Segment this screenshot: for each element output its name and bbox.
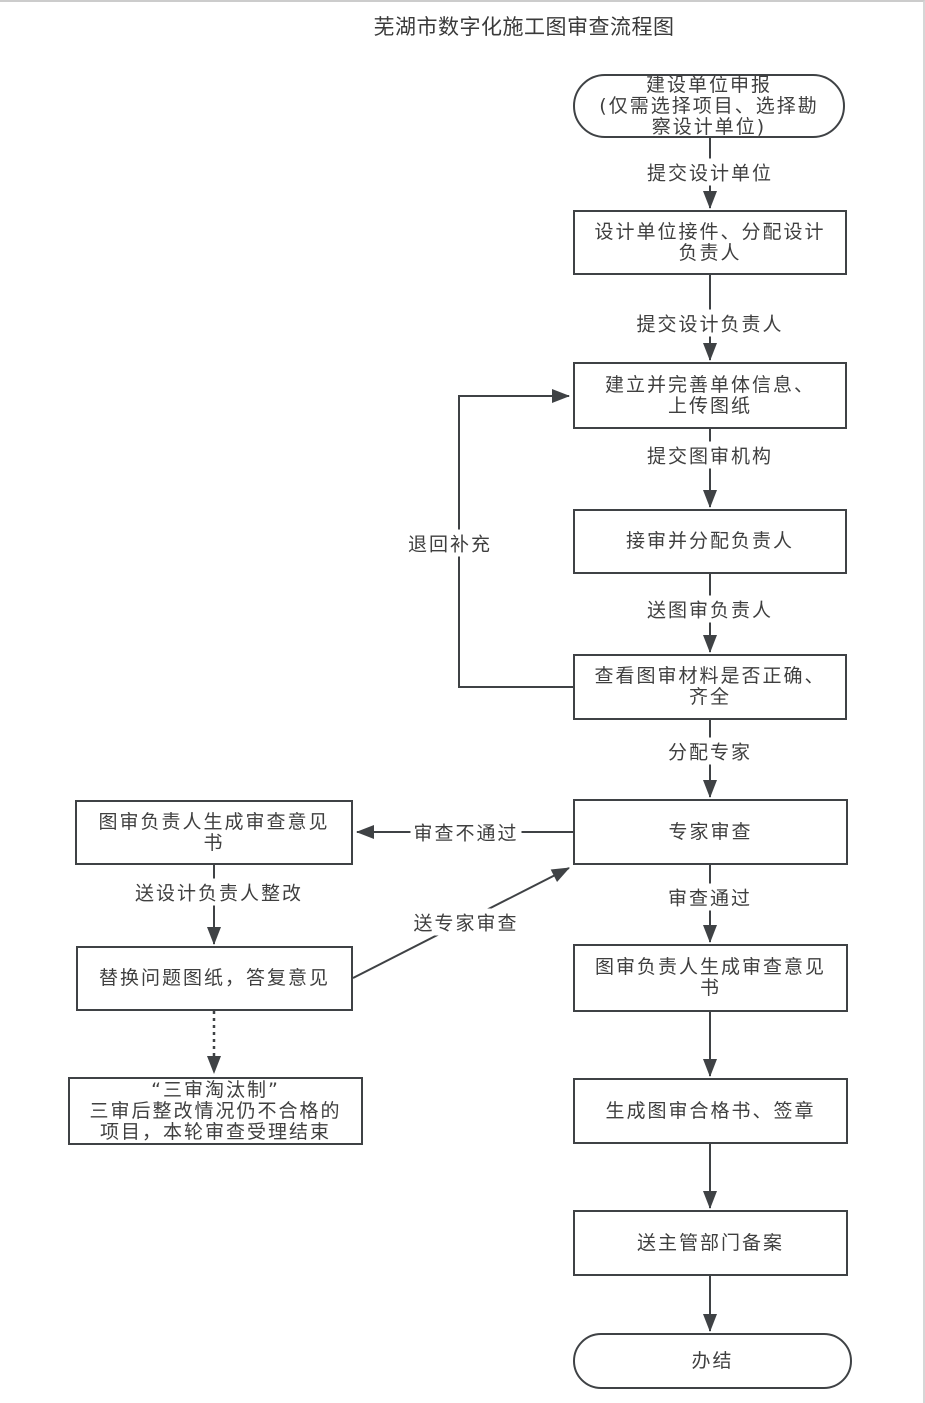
node-review-leader-opinion-right: 图审负责人生成审查意见 书 — [573, 944, 848, 1012]
edge-label-send-review-leader: 送图审负责人 — [643, 595, 777, 623]
edge-label-return-supplement: 退回补充 — [404, 529, 496, 557]
edge-label-send-expert-review: 送专家审查 — [410, 908, 522, 936]
node-review-leader-opinion-left: 图审负责人生成审查意见 书 — [75, 800, 353, 865]
edge-label-review-passed: 审查通过 — [664, 883, 756, 911]
node-start-construction-unit-declare: 建设单位申报 (仅需选择项目、选择勘 察设计单位) — [573, 74, 845, 138]
node-accept-and-assign-leader: 接审并分配负责人 — [573, 509, 847, 574]
edge-label-send-design-leader-rectify: 送设计负责人整改 — [131, 878, 307, 906]
node-generate-qualified-certificate: 生成图审合格书、签章 — [573, 1078, 848, 1144]
node-three-review-elimination: “三审淘汰制” 三审后整改情况仍不合格的 项目，本轮审查受理结束 — [68, 1077, 363, 1145]
node-end-complete: 办结 — [573, 1333, 852, 1389]
page-title: 芜湖市数字化施工图审查流程图 — [373, 15, 675, 39]
edge-label-submit-review-org: 提交图审机构 — [643, 441, 777, 469]
edge-label-review-failed: 审查不通过 — [410, 818, 522, 846]
node-check-review-materials: 查看图审材料是否正确、 齐全 — [573, 654, 847, 720]
node-expert-review: 专家审查 — [573, 799, 848, 865]
edge-label-submit-design-leader: 提交设计负责人 — [633, 309, 787, 337]
node-replace-problem-drawings: 替换问题图纸，答复意见 — [76, 946, 353, 1011]
edge-label-submit-design-unit: 提交设计单位 — [643, 158, 777, 186]
node-design-unit-receive: 设计单位接件、分配设计 负责人 — [573, 210, 847, 275]
edge-label-assign-experts: 分配专家 — [664, 737, 756, 765]
node-build-unit-info-upload-drawings: 建立并完善单体信息、 上传图纸 — [573, 362, 847, 429]
node-send-authority-record: 送主管部门备案 — [573, 1210, 848, 1276]
